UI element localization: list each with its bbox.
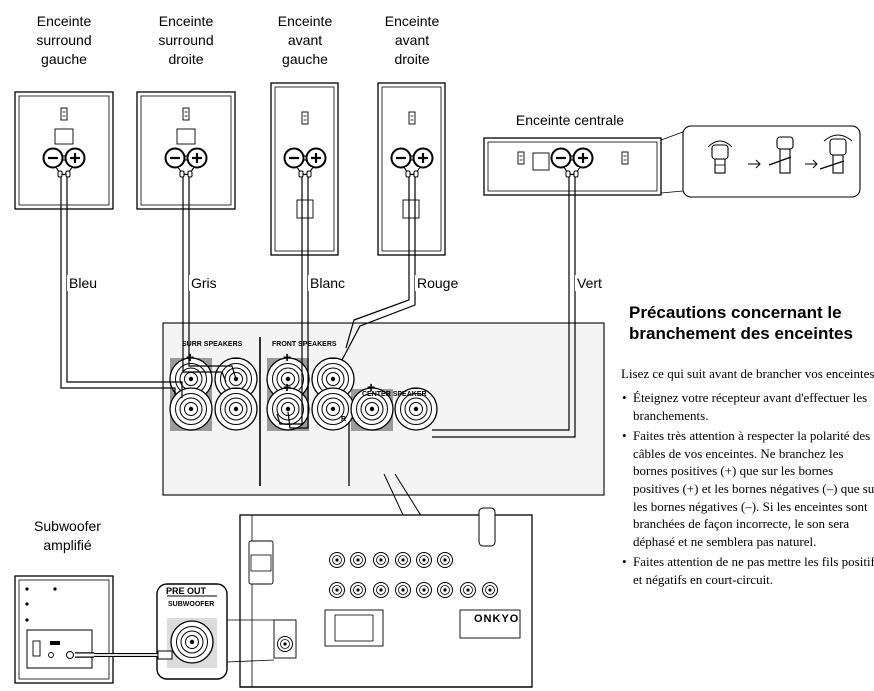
panel-plus-surr: + (186, 349, 195, 365)
speaker-surround-right (136, 91, 236, 210)
wire-label-blue: Bleu (67, 275, 100, 291)
av-receiver (239, 473, 533, 688)
speaker-front-right (377, 82, 446, 256)
subwoofer (14, 575, 173, 684)
precaution-item: Éteignez votre récepteur avant d'effectu… (621, 389, 874, 424)
speaker-terminal-panel (162, 322, 605, 496)
precautions-intro: Lisez ce qui suit avant de brancher vos … (621, 366, 874, 381)
panel-label-surr: SURR SPEAKERS (182, 341, 243, 348)
precautions-title: Précautions concernant le branchement de… (629, 303, 853, 343)
label-center: Enceinte centrale (515, 112, 625, 128)
panel-plus-center: + (367, 379, 376, 395)
connection-steps-illustration (660, 125, 861, 198)
pre-out-label: PRE OUT (166, 586, 207, 596)
wire-label-gray: Gris (189, 275, 219, 291)
panel-minus-surr-r: – (232, 379, 240, 395)
label-front-left: Enceinte avant gauche (277, 13, 333, 67)
pre-out-zoom (156, 583, 275, 680)
speaker-wires (60, 177, 576, 438)
wire-label-white: Blanc (308, 275, 348, 291)
precaution-item: Faites très attention à respecter la pol… (621, 427, 874, 550)
speaker-front-left (270, 82, 339, 256)
panel-label-front: FRONT SPEAKERS (272, 341, 337, 348)
wire-label-red: Rouge (415, 275, 461, 291)
panel-r-mark: R (341, 416, 347, 423)
subwoofer-jack-label: SUBWOOFER (168, 601, 215, 608)
precautions-list: Éteignez votre récepteur avant d'effectu… (621, 389, 874, 592)
panel-minus-front: – (329, 349, 337, 365)
speaker-center (483, 137, 662, 196)
panel-plus-front: + (283, 349, 292, 365)
wire-label-green: Vert (575, 275, 604, 291)
label-surround-left: Enceinte surround gauche (36, 13, 92, 67)
precaution-item: Faites attention de ne pas mettre les fi… (621, 553, 874, 588)
receiver-brand: ONKYO (474, 613, 520, 625)
label-front-right: Enceinte avant droite (384, 13, 440, 67)
panel-minus-center: – (411, 379, 419, 395)
label-surround-right: Enceinte surround droite (158, 13, 214, 67)
panel-plus-front-r: + (283, 379, 292, 395)
speaker-surround-left (14, 91, 114, 210)
panel-label-center: CENTER SPEAKER (362, 391, 427, 398)
panel-minus-surr: – (232, 349, 240, 365)
label-subwoofer: Subwoofer amplifié (34, 518, 101, 553)
